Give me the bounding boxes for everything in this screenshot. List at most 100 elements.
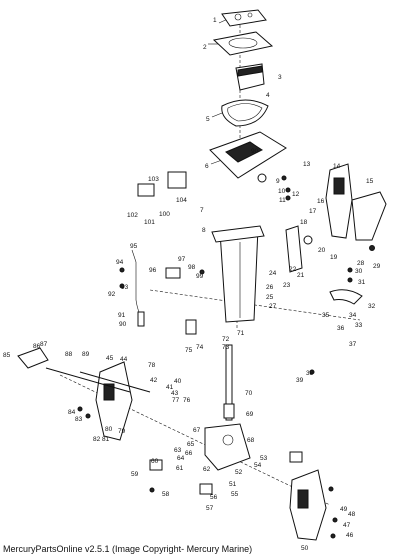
callout-85: 85 (3, 352, 11, 359)
callout-55: 55 (231, 491, 239, 498)
callout-33: 33 (355, 322, 363, 329)
callout-9: 9 (276, 178, 280, 185)
callout-26: 26 (266, 284, 274, 291)
callout-78: 78 (148, 362, 156, 369)
callout-39: 39 (296, 377, 304, 384)
callout-52: 52 (235, 469, 243, 476)
driveshaft-housing (211, 225, 265, 323)
callout-8: 8 (202, 227, 206, 234)
callout-62: 62 (203, 466, 211, 473)
callout-93: 93 (121, 284, 129, 291)
callout-22: 22 (289, 266, 297, 273)
callout-96: 96 (149, 267, 157, 274)
callout-68: 68 (247, 437, 255, 444)
callout-42: 42 (150, 377, 158, 384)
callout-28: 28 (357, 260, 365, 267)
callout-84: 84 (68, 409, 76, 416)
callout-70: 70 (245, 390, 253, 397)
callout-98: 98 (188, 264, 196, 271)
callout-54: 54 (254, 462, 262, 469)
part-68-swivel-bracket (204, 423, 251, 471)
part-21-bracket-strip (285, 225, 303, 273)
callout-87: 87 (40, 341, 48, 348)
callout-94: 94 (116, 259, 124, 266)
callout-92: 92 (108, 291, 116, 298)
callout-51: 51 (229, 481, 237, 488)
callout-86: 86 (33, 343, 41, 350)
callout-31: 31 (358, 279, 366, 286)
callout-44: 44 (120, 356, 128, 363)
callout-59: 59 (131, 471, 139, 478)
callout-74: 74 (196, 344, 204, 351)
callout-91: 91 (118, 312, 126, 319)
callout-99: 99 (196, 273, 204, 280)
callout-97: 97 (178, 256, 186, 263)
callout-40: 40 (174, 378, 182, 385)
callout-13: 13 (303, 161, 311, 168)
part-95-throttle-rod (131, 249, 145, 321)
callout-89: 89 (82, 351, 90, 358)
callout-90: 90 (251, 148, 259, 155)
callout-30: 30 (355, 268, 363, 275)
part-70-driveshaft (223, 344, 235, 421)
callout-47: 47 (343, 522, 351, 529)
callout-24: 24 (269, 270, 277, 277)
callout-14: 14 (333, 163, 341, 170)
callout-57: 57 (206, 505, 214, 512)
callout-18: 18 (300, 219, 308, 226)
callout-27: 27 (269, 303, 277, 310)
part-88-through-tube (45, 367, 151, 393)
callout-34: 34 (349, 312, 357, 319)
callout-82: 82 (93, 436, 101, 443)
callout-37: 37 (349, 341, 357, 348)
part-2-adaptor-plate (212, 31, 274, 56)
copyright-footer: MercuryPartsOnline v2.5.1 (Image Copyrig… (3, 544, 253, 554)
callout-11: 11 (279, 197, 286, 204)
callout-25: 25 (266, 294, 274, 301)
callout-63: 63 (174, 447, 182, 454)
callout-7: 7 (200, 207, 204, 214)
callout-69: 69 (246, 411, 254, 418)
part-5-gasket (221, 99, 269, 127)
callout-53: 53 (260, 455, 268, 462)
callout-3: 3 (278, 74, 282, 81)
fasteners (77, 175, 375, 539)
callout-36: 36 (337, 325, 345, 332)
callout-6: 6 (205, 163, 209, 170)
part-44-left-clamp-bracket (95, 361, 133, 441)
callout-32: 32 (368, 303, 376, 310)
callout-67: 67 (193, 427, 201, 434)
callout-46: 46 (346, 532, 354, 539)
callout-45: 45 (106, 355, 114, 362)
callout-60: 60 (151, 458, 159, 465)
callout-95: 95 (130, 243, 138, 250)
callout-23: 23 (283, 282, 291, 289)
callout-2: 2 (203, 44, 207, 51)
callout-73: 73 (222, 344, 230, 351)
part-6-adaptor-plate (209, 131, 287, 179)
callout-20: 20 (318, 247, 326, 254)
callout-15: 15 (366, 178, 374, 185)
part-15-side-plate (351, 191, 387, 241)
part-32-tilt-lever (329, 289, 363, 305)
callout-58: 58 (162, 491, 170, 498)
callout-81: 81 (102, 436, 110, 443)
callout-88: 88 (65, 351, 73, 358)
callout-103: 103 (148, 176, 159, 183)
callout-49: 49 (340, 506, 348, 513)
callout-71: 71 (237, 330, 245, 337)
callout-21: 21 (297, 272, 305, 279)
callout-41: 41 (166, 384, 174, 391)
callout-19: 19 (330, 254, 338, 261)
callout-17: 17 (309, 208, 317, 215)
callout-61: 61 (176, 465, 184, 472)
callout-90: 90 (119, 321, 127, 328)
callout-43: 43 (171, 390, 179, 397)
part-3-exhaust-chamber (235, 63, 265, 91)
callout-48: 48 (348, 511, 356, 518)
callout-75: 75 (185, 347, 193, 354)
small-parts (137, 171, 313, 495)
right-clamp-bracket (289, 469, 327, 541)
